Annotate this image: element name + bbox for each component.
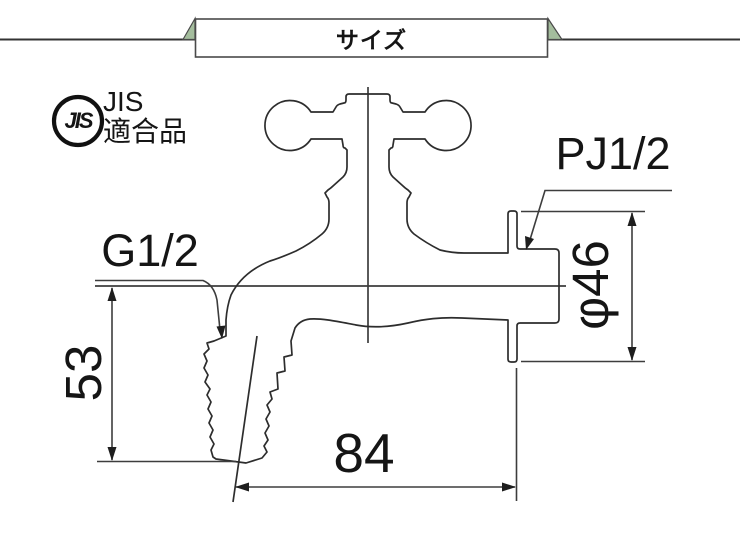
dimension-body-length: 84 xyxy=(333,422,395,484)
dimension-spout-height: 53 xyxy=(54,344,112,402)
dim-phi46-arrow-bottom xyxy=(627,347,637,361)
inlet-thread-label: PJ1/2 xyxy=(555,128,671,179)
dim-phi46-arrow-top xyxy=(627,212,637,226)
faucet-outline xyxy=(203,93,560,464)
outlet-thread-label: G1/2 xyxy=(101,225,199,276)
pj-thread-leader-arrow xyxy=(525,236,534,250)
dim-84-arrow-right xyxy=(502,482,516,492)
jis-mark-text: JIS xyxy=(64,108,93,133)
jis-label-line1: JIS xyxy=(103,86,144,117)
dim-53-arrow-top xyxy=(107,287,117,301)
dim-84-arrow-left xyxy=(235,482,249,492)
dim-53-arrow-bottom xyxy=(107,447,117,461)
dimension-flange-diameter: φ46 xyxy=(561,240,619,330)
tab-right-wedge xyxy=(547,16,564,41)
section-tab-label: サイズ xyxy=(335,27,408,53)
g-thread-leader-line xyxy=(95,279,221,331)
tab-box xyxy=(194,18,549,58)
jis-label-line2: 適合品 xyxy=(103,116,188,147)
pj-thread-leader-line xyxy=(528,189,672,244)
g-thread-leader-arrow xyxy=(216,325,226,339)
tab-left-wedge xyxy=(181,16,196,41)
spout-inner-edge-line xyxy=(232,335,258,503)
jis-mark-circle xyxy=(51,94,105,148)
